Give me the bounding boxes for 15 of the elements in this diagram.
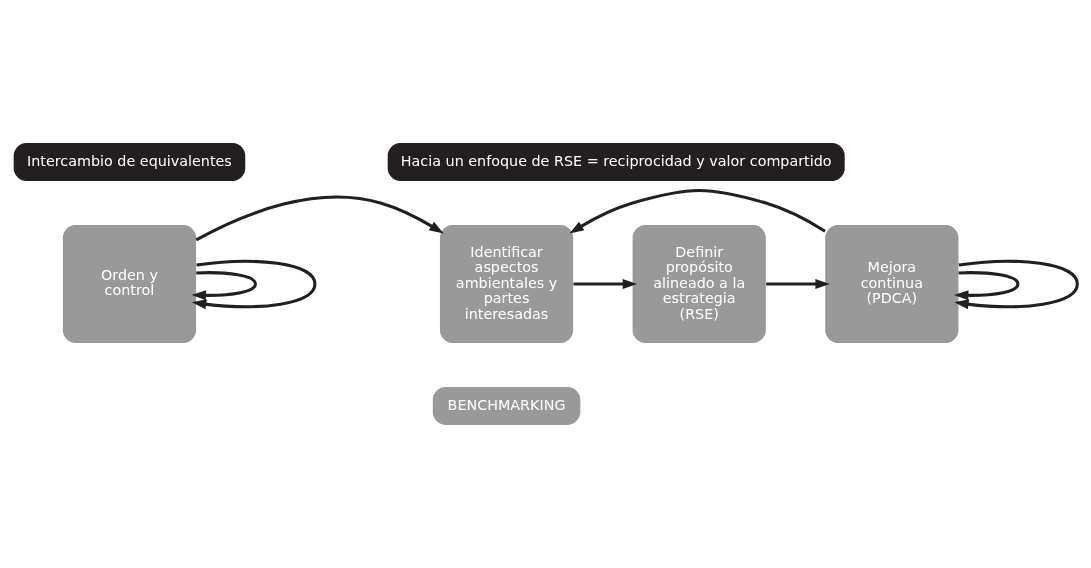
arrow	[569, 189, 826, 234]
arrow	[191, 271, 258, 301]
arrow	[191, 259, 317, 310]
arrow	[766, 278, 830, 290]
arrow	[954, 271, 1020, 301]
arrow	[573, 278, 638, 290]
node-box: Hacia un enfoque de RSE = reciprocidad y valor compartido	[387, 143, 845, 181]
node-box: Mejora continua (PDCA)	[825, 225, 959, 343]
node-box: Intercambio de equivalentes	[13, 143, 246, 181]
arrow	[954, 259, 1079, 310]
node-box: Definir propósito alineado a la estrategia (RSE)	[632, 225, 766, 343]
node-box: Orden y control	[62, 225, 197, 343]
node-box: Identificar aspectos ambientales y partes interesadas	[439, 225, 574, 343]
node-box: BENCHMARKING	[432, 387, 581, 425]
arrow	[195, 195, 444, 242]
